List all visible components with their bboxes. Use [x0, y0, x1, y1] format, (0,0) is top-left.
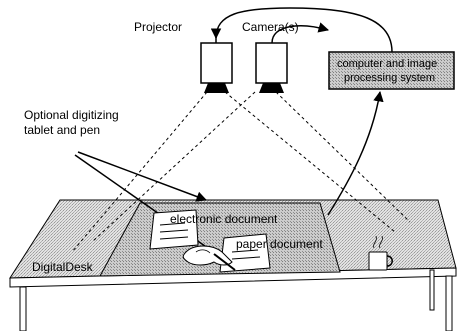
electronic-document-icon	[149, 209, 199, 250]
hand-with-pen-icon	[182, 245, 236, 271]
cables	[210, 7, 393, 216]
computer-box	[328, 51, 455, 90]
camera-beam-right	[275, 91, 411, 223]
desk-leg-left	[19, 286, 27, 331]
desk-leg-right	[445, 275, 453, 331]
paper-document-icon	[219, 233, 271, 273]
tablet-label-line1: Optional digitizing	[24, 108, 119, 122]
projector-icon	[200, 35, 233, 93]
computer-label-line1: computer and image	[337, 58, 438, 70]
coffee-mug-icon	[368, 235, 393, 271]
pointer-to-tablet	[77, 151, 207, 202]
projector-cable	[210, 7, 393, 53]
electronic-document-label: electronic document	[170, 212, 278, 226]
projection-beams	[71, 91, 411, 253]
desk-name-label: DigitalDesk	[32, 260, 93, 274]
computer-label-line2: processing system	[344, 72, 436, 84]
desk-leg-back	[429, 269, 435, 311]
paper-document-label: paper document	[236, 237, 323, 251]
cameras-label: Camera(s)	[242, 20, 299, 34]
projector-label: Projector	[134, 20, 183, 34]
tablet-cable	[327, 90, 384, 216]
camera-cable	[271, 22, 330, 44]
camera-icon	[255, 42, 288, 93]
projector-beam-left	[71, 91, 208, 253]
camera-beam-left	[91, 91, 256, 243]
projector-beam-right	[224, 91, 396, 233]
tablet-label-line2: tablet and pen	[24, 123, 101, 137]
